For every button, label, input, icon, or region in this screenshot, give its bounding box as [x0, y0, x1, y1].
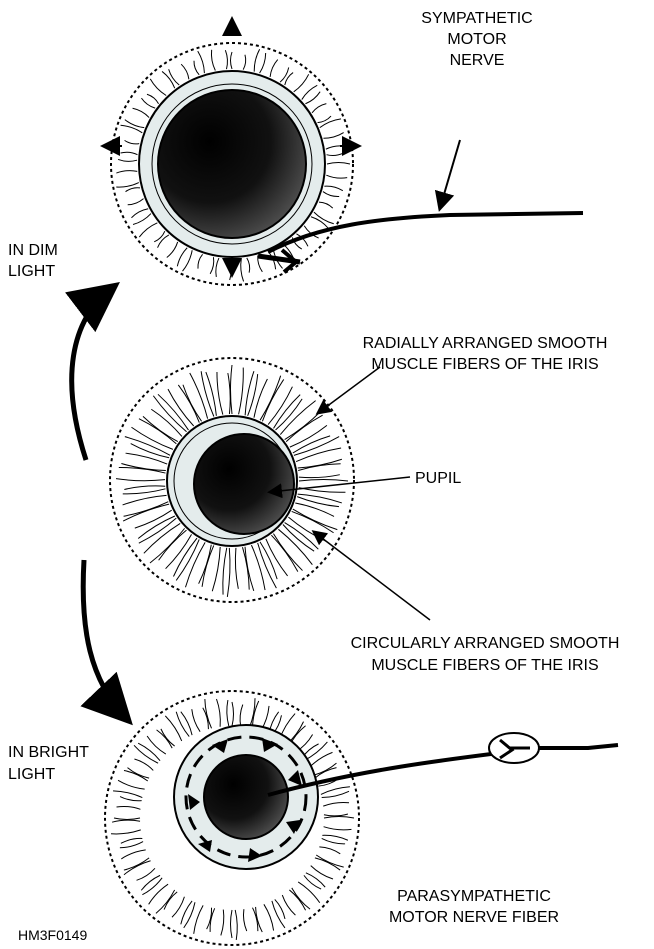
- radial-fibers-label-2: MUSCLE FIBERS OF THE IRIS: [371, 356, 598, 373]
- figure-code: HM3F0149: [18, 927, 87, 943]
- circular-fibers-label-1: CIRCULARLY ARRANGED SMOOTH: [351, 635, 620, 652]
- circular-fibers-label-2: MUSCLE FIBERS OF THE IRIS: [371, 657, 598, 674]
- radial-fibers-label-1: RADIALLY ARRANGED SMOOTH: [363, 335, 608, 352]
- bright-light-label-2: LIGHT: [8, 766, 55, 783]
- eye-constricted: [105, 691, 359, 945]
- eye-dilated: [104, 20, 358, 285]
- sympathetic-label-2: MOTOR: [447, 31, 506, 48]
- pupil-normal: [194, 434, 294, 534]
- parasympathetic-label-2: MOTOR NERVE FIBER: [389, 909, 559, 926]
- sympathetic-label-1: SYMPATHETIC: [421, 10, 532, 27]
- dim-light-label-2: LIGHT: [8, 263, 55, 280]
- dim-light-label-1: IN DIM: [8, 242, 58, 259]
- parasympathetic-label-1: PARASYMPATHETIC: [397, 888, 551, 905]
- pupil-dilated: [158, 90, 306, 238]
- pupil-constricted: [204, 755, 288, 839]
- pupil-label: PUPIL: [415, 470, 461, 487]
- bright-light-label-1: IN BRIGHT: [8, 744, 89, 761]
- eye-normal: [110, 358, 354, 602]
- sympathetic-label-3: NERVE: [450, 52, 505, 69]
